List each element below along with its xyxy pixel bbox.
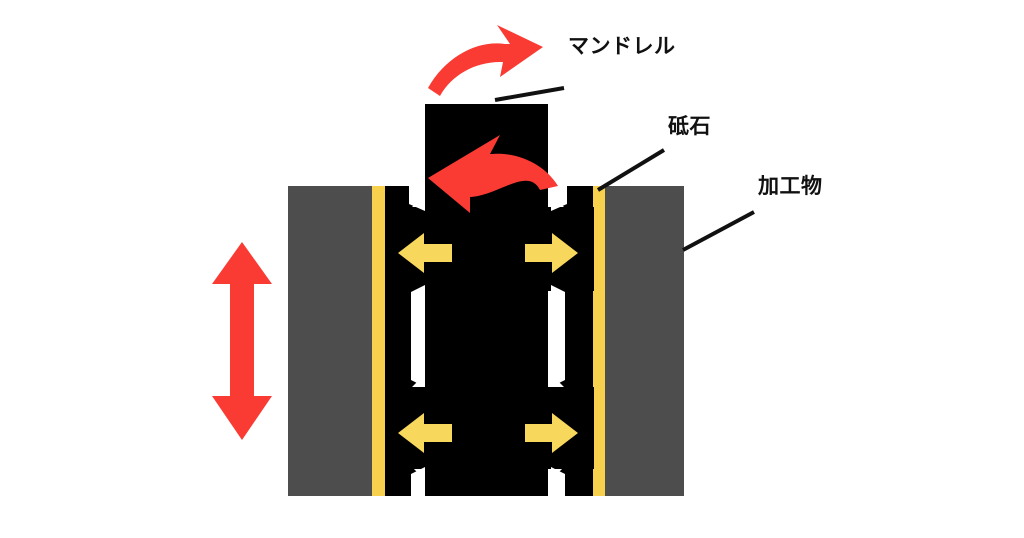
feed-arrow-lower-left (398, 413, 452, 453)
label-mandrel: マンドレル (568, 34, 676, 58)
workpiece-left-block (288, 186, 372, 496)
leader-line-grindstone (596, 148, 666, 192)
label-workpiece: 加工物 (758, 174, 823, 198)
rotation-arrow-counterclockwise (428, 135, 558, 213)
feed-arrow-upper-left (398, 233, 452, 273)
slot-right-top (551, 182, 567, 211)
vertical-double-arrow (212, 242, 272, 440)
workpiece-right-block (605, 186, 684, 496)
slot-left-bottom (411, 467, 425, 496)
leader-line-mandrel (494, 86, 565, 102)
feed-arrow-upper-right (525, 233, 578, 273)
leader-line-workpiece (682, 210, 755, 252)
rotation-arrow-clockwise (428, 25, 543, 96)
slot-right-bottom (551, 467, 565, 496)
slot-left-middle (411, 285, 425, 387)
slot-left-top (409, 182, 425, 211)
label-grindstone: 砥石 (668, 114, 711, 138)
feed-arrow-lower-right (525, 413, 578, 453)
slot-right-middle (551, 285, 565, 387)
grindstone-left-strip (372, 186, 385, 496)
grindstone-right-strip (593, 186, 605, 496)
